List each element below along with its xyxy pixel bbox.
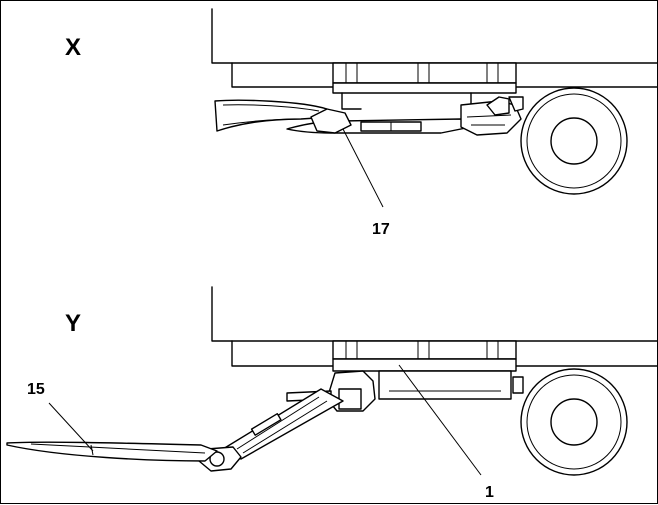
unfolded-arm-y [198,370,376,472]
view-label-y: Y [65,310,81,337]
wheel-y [520,368,628,476]
wheel-x [520,87,628,195]
callout-15: 15 [27,381,94,452]
machine-body-y [211,286,658,400]
machine-body-x [211,8,658,110]
callout-label-17: 17 [372,221,390,238]
callout-label-1: 1 [485,484,494,501]
callout-1: 1 [398,364,494,501]
callout-label-15: 15 [27,381,45,398]
view-label-x: X [65,34,81,61]
ground-unit-y [6,441,218,462]
view-x: X [65,8,658,238]
view-y: Y [6,286,658,501]
folded-unit-x [214,96,524,136]
callout-17: 17 [342,128,390,238]
